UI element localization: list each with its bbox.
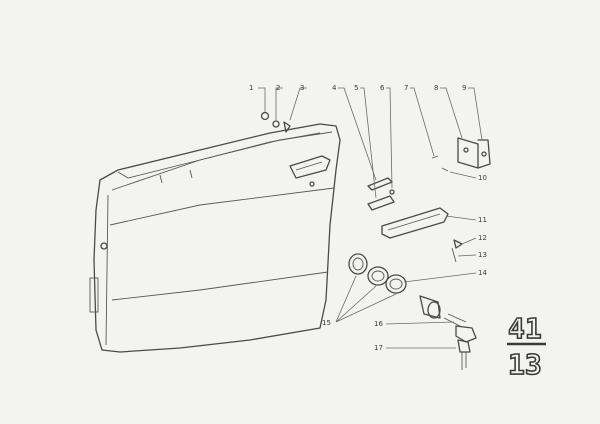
group-number: 41 13 — [507, 311, 546, 382]
callout-2: 2 — [276, 84, 280, 92]
callout-14: 14 — [478, 269, 487, 277]
callout-1: 1 — [249, 84, 253, 92]
group-number-top: 41 — [508, 312, 542, 345]
callout-9: 9 — [462, 84, 466, 92]
callout-16: 16 — [374, 320, 383, 328]
door-handle-recess — [289, 155, 331, 187]
striker-parts — [431, 137, 491, 172]
callout-5: 5 — [354, 84, 358, 92]
callout-7: 7 — [404, 84, 408, 92]
leader-lines — [258, 87, 483, 349]
callout-3: 3 — [300, 84, 304, 92]
callout-8: 8 — [434, 84, 438, 92]
callout-13: 13 — [478, 251, 487, 259]
lock-rings — [348, 253, 407, 294]
callout-10: 10 — [478, 174, 487, 182]
callout-numbers: 1 2 3 4 5 6 7 8 9 10 11 12 13 14 15 16 1… — [249, 84, 487, 352]
callout-12: 12 — [478, 234, 487, 242]
callout-4: 4 — [332, 84, 337, 92]
callout-11: 11 — [478, 216, 487, 224]
fastener-parts — [260, 111, 291, 133]
lock-cylinder — [419, 295, 467, 327]
handle-parts — [367, 177, 395, 211]
keys — [455, 325, 477, 370]
door-panel — [89, 123, 341, 353]
callout-15: 15 — [322, 319, 331, 327]
group-number-bottom: 13 — [508, 348, 542, 381]
callout-6: 6 — [380, 84, 385, 92]
outer-handle — [381, 207, 463, 263]
callout-17: 17 — [374, 344, 383, 352]
